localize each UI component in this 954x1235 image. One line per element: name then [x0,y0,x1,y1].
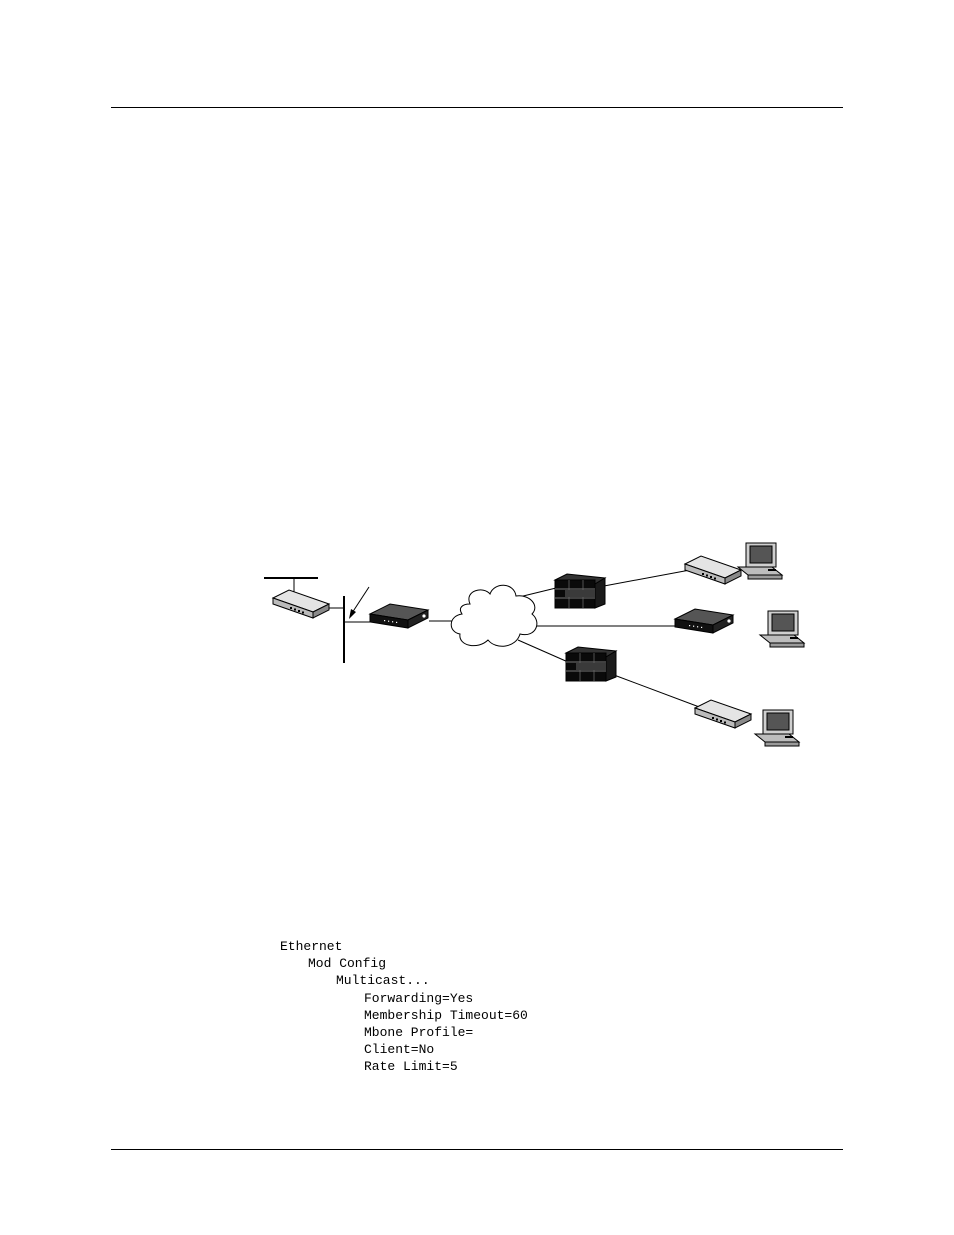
config-line: Mod Config [308,956,387,972]
config-line: Client=No [364,1042,435,1058]
modem-icon [684,555,742,585]
server-stack-icon [554,573,606,609]
header-rule [111,107,843,108]
modem-icon [694,699,752,729]
workstation-icon [759,610,805,648]
cloud-icon [450,584,538,647]
workstation-icon [754,709,800,747]
footer-rule [111,1149,843,1150]
config-line: Rate Limit=5 [364,1059,458,1075]
pipeline-unit-icon [369,603,429,629]
router-icon [272,589,330,619]
config-line: Mbone Profile= [364,1024,474,1040]
config-line: Membership Timeout=60 [364,1007,528,1023]
config-line: Ethernet [280,939,343,954]
config-line: Multicast... [336,973,430,989]
server-stack-icon [565,646,617,682]
pipeline-unit-icon [674,608,734,634]
config-line: Forwarding=Yes [364,990,474,1006]
workstation-icon [737,542,783,580]
